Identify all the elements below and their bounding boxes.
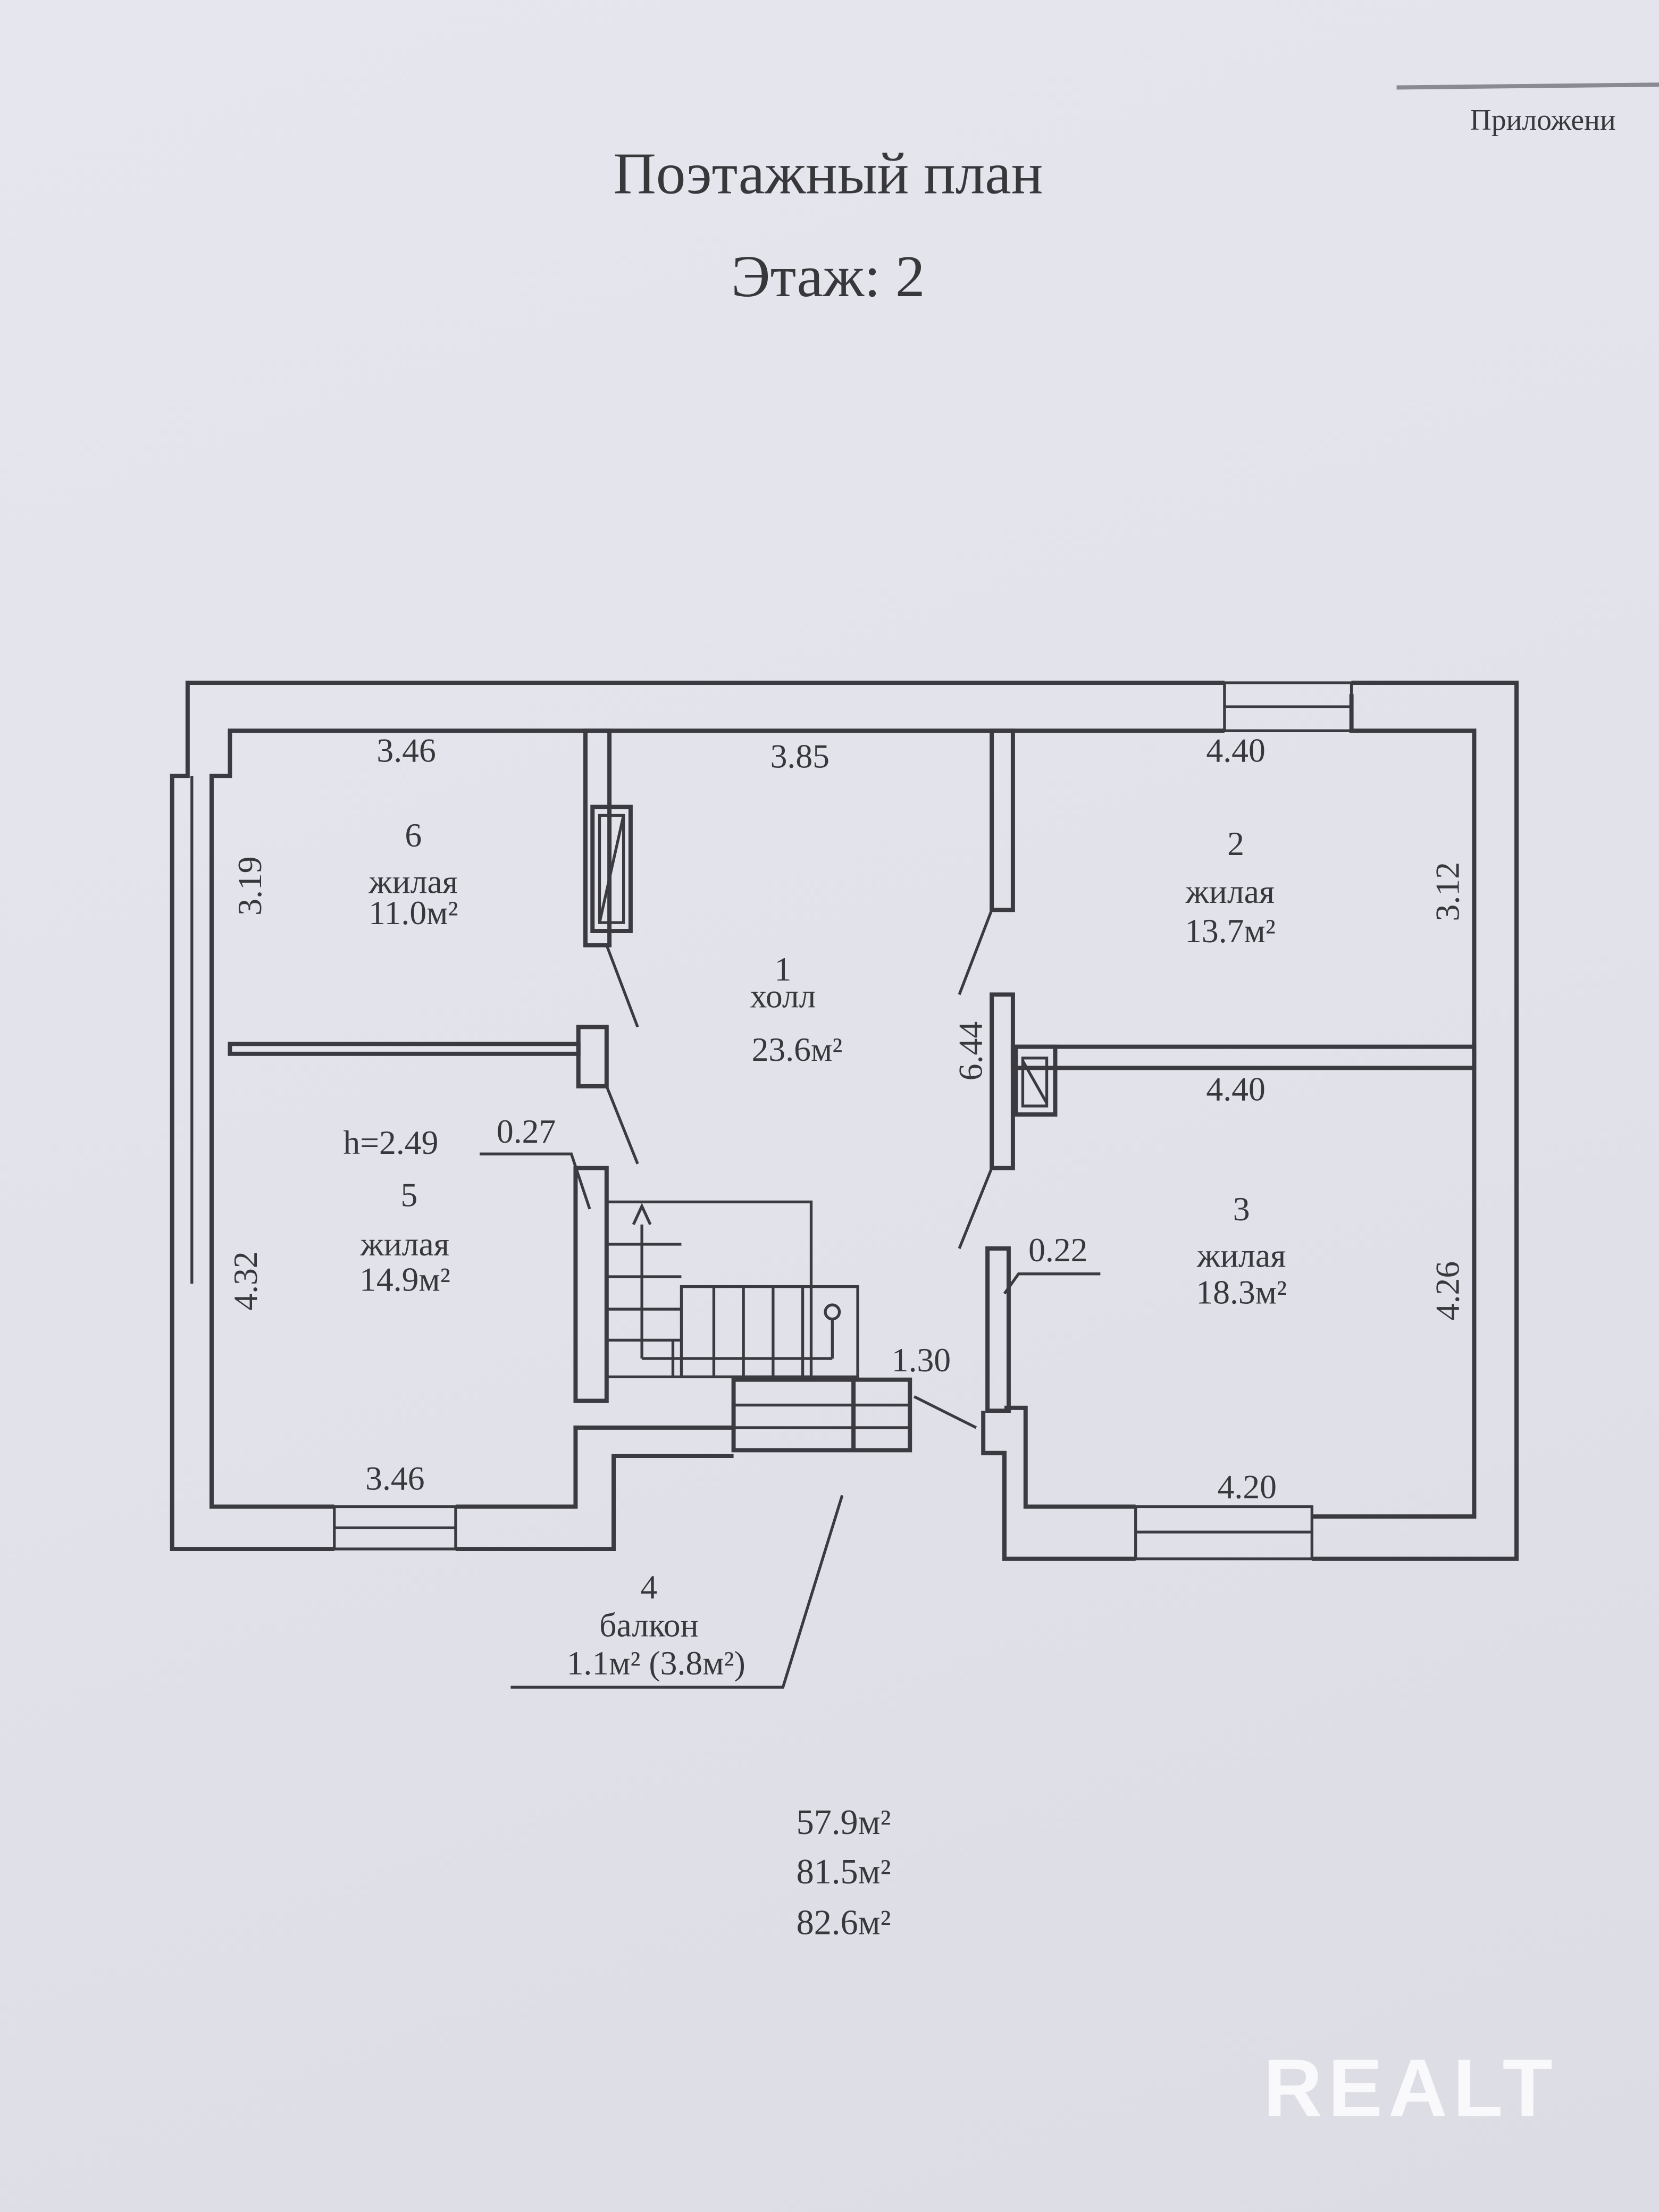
page-title: Поэтажный план xyxy=(613,141,1043,206)
dim-room5-width: 3.46 xyxy=(365,1460,424,1497)
dim-room2-width: 4.40 xyxy=(1206,732,1265,769)
total-living-area: 57.9м² xyxy=(797,1803,891,1842)
dim-hall-width: 3.85 xyxy=(770,737,830,775)
total-area: 81.5м² xyxy=(797,1853,891,1891)
room3-area: 18.3м² xyxy=(1196,1273,1287,1311)
dim-wall-right: 0.22 xyxy=(1028,1231,1087,1269)
dim-hall-length: 6.44 xyxy=(952,1021,990,1080)
dim-balcony-door: 1.30 xyxy=(892,1341,951,1379)
room1-type: холл xyxy=(750,977,816,1015)
vent-shaft xyxy=(1013,1044,1058,1117)
outer-wall-right xyxy=(1312,681,1519,1561)
room6-area: 11.0м² xyxy=(368,894,458,932)
wall-6-5 xyxy=(228,1042,581,1056)
wall-hall-2 xyxy=(990,728,1015,912)
realt-watermark-logo: REALT xyxy=(1263,2042,1558,2134)
dim-room6-width: 3.46 xyxy=(376,732,435,769)
chimney-1 xyxy=(590,805,633,933)
dim-room3-bottom-width: 4.20 xyxy=(1218,1468,1277,1506)
outer-wall-bottom-left xyxy=(455,1453,734,1552)
area-totals: 57.9м² 81.5м² 82.6м² xyxy=(797,1803,891,1942)
walls xyxy=(170,681,1519,1561)
room6-type: жилая xyxy=(368,862,458,900)
dim-wall-left: 0.27 xyxy=(497,1112,556,1150)
stair-arrow-icon xyxy=(632,1203,652,1225)
dim-room3-top-width: 4.40 xyxy=(1206,1070,1265,1108)
room4-number: 4 xyxy=(640,1568,657,1606)
page-edge-line xyxy=(1396,82,1659,90)
room1-area: 23.6м² xyxy=(752,1030,843,1068)
appendix-label: Приложени xyxy=(1470,104,1615,137)
room4-type: балкон xyxy=(599,1606,699,1644)
wall-stub xyxy=(576,1025,609,1088)
room5-number: 5 xyxy=(400,1176,417,1213)
room6-number: 6 xyxy=(405,816,422,854)
room3-type: жилая xyxy=(1196,1236,1286,1274)
room5-area: 14.9м² xyxy=(359,1261,450,1298)
wall-hall-3-lower xyxy=(985,1246,1011,1413)
dim-room2-height: 3.12 xyxy=(1428,862,1466,921)
outer-wall-bottom-right xyxy=(981,1411,1136,1561)
room2-area: 13.7м² xyxy=(1185,912,1276,950)
room1-number: 1 xyxy=(775,950,792,988)
total-area-with-balcony: 82.6м² xyxy=(797,1903,891,1942)
balcony-door xyxy=(731,1377,912,1453)
wall-stair xyxy=(573,1166,609,1403)
inner-wall-bottom-left xyxy=(455,1425,734,1509)
room3-number: 3 xyxy=(1233,1190,1250,1228)
dim-room5-height: 4.32 xyxy=(227,1251,264,1310)
room2-number: 2 xyxy=(1227,825,1244,862)
door-swings xyxy=(605,909,993,1249)
room2-type: жилая xyxy=(1185,873,1275,910)
dim-room3-height: 4.26 xyxy=(1428,1261,1466,1320)
wall-hall-3 xyxy=(990,992,1015,1170)
wall-6-hall xyxy=(583,728,612,948)
floor-label: Этаж: 2 xyxy=(731,244,925,309)
room4-area: 1.1м² (3.8м²) xyxy=(567,1644,745,1682)
dimension-labels: 3.46 3.85 4.40 4.40 4.20 3.46 3.19 4.32 … xyxy=(227,732,1466,1506)
inner-wall-right xyxy=(1312,694,1477,1519)
ceiling-height: h=2.49 xyxy=(343,1124,438,1161)
inner-wall-left xyxy=(209,728,1225,1509)
leader-lines xyxy=(480,1152,1101,1689)
outer-wall-left xyxy=(170,681,1225,1552)
dim-room6-height: 3.19 xyxy=(231,856,269,915)
inner-wall-bottom-right xyxy=(1004,1405,1136,1509)
wall-2-3 xyxy=(1010,1044,1477,1070)
room5-type: жилая xyxy=(360,1225,449,1263)
room-labels: 6 жилая 11.0м² 1 холл 23.6м² 2 жилая 13.… xyxy=(359,816,1287,1682)
staircase xyxy=(605,1200,859,1379)
